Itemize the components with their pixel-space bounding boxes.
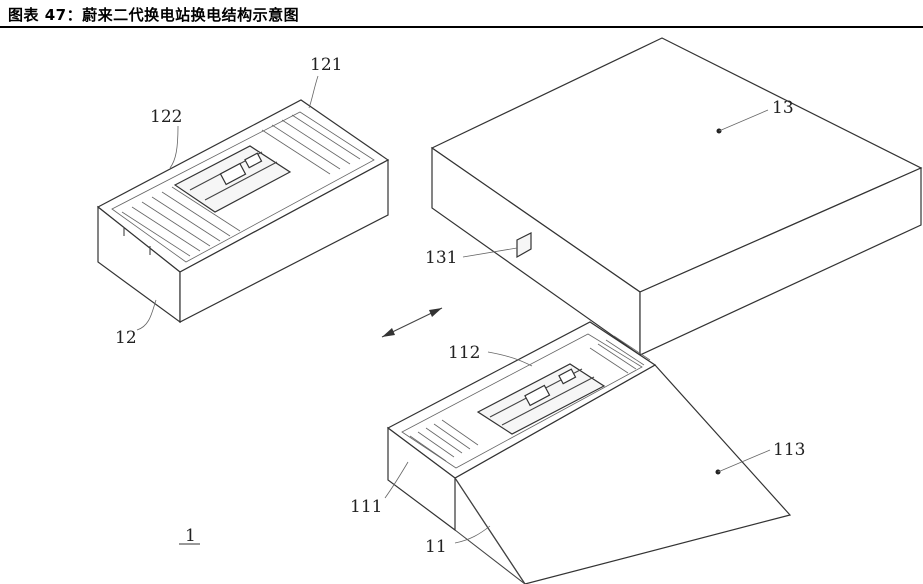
label-13: 13 <box>772 98 794 118</box>
label-112: 112 <box>448 343 480 363</box>
label-1: 1 <box>185 526 196 546</box>
label-113: 113 <box>773 440 805 460</box>
movement-arrow <box>381 307 443 338</box>
leader-lines <box>136 75 771 544</box>
figure-title: 图表 47：蔚来二代换电站换电结构示意图 <box>8 6 300 24</box>
label-121: 121 <box>310 55 342 75</box>
label-122: 122 <box>150 107 182 127</box>
storage-module-12 <box>96 99 390 324</box>
label-12: 12 <box>115 328 137 348</box>
cabinet-13 <box>430 37 923 357</box>
label-11: 11 <box>425 537 447 557</box>
label-131: 131 <box>425 248 457 268</box>
title-divider <box>0 26 923 28</box>
platform-11 <box>386 321 792 584</box>
label-111: 111 <box>350 497 382 517</box>
